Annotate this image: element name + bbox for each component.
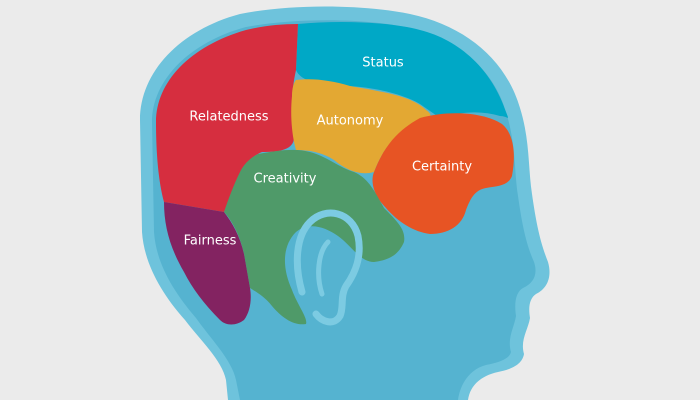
label-autonomy: Autonomy: [317, 114, 384, 129]
region-autonomy: [291, 79, 431, 174]
region-certainty: [372, 113, 514, 234]
label-certainty: Certainty: [412, 160, 472, 175]
region-relatedness: [156, 24, 298, 212]
label-fairness: Fairness: [184, 234, 237, 249]
label-creativity: Creativity: [254, 172, 317, 187]
label-relatedness: Relatedness: [189, 110, 268, 125]
region-fairness: [164, 202, 251, 325]
ear-inner-fold: [316, 239, 331, 297]
label-status: Status: [362, 56, 404, 71]
ear-icon: [293, 209, 363, 326]
region-status: [296, 22, 508, 118]
region-creativity: [224, 149, 405, 325]
